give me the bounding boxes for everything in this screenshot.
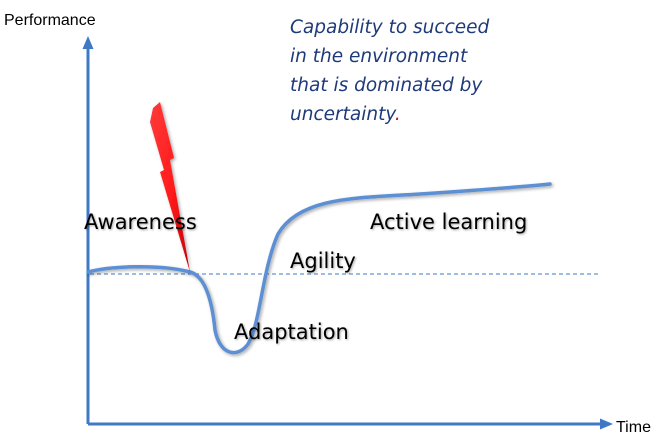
lightning-bolt-icon	[150, 102, 190, 272]
stage-label-awareness: Awareness	[84, 210, 197, 234]
x-axis-arrowhead	[600, 418, 613, 430]
callout-line-4: uncertainty.	[290, 104, 401, 125]
y-axis-label: Performance	[4, 12, 96, 29]
callout-line-4-text: uncertainty	[290, 104, 397, 125]
stage-label-adaptation: Adaptation	[234, 320, 349, 344]
capability-callout: Capability to succeed in the environment…	[290, 17, 490, 125]
callout-line-2: in the environment	[290, 46, 468, 67]
stage-label-active-learning: Active learning	[370, 210, 527, 234]
callout-line-1: Capability to succeed	[290, 17, 490, 38]
x-axis-label: Time	[616, 419, 651, 436]
callout-end-mark: .	[395, 104, 401, 125]
callout-line-3: that is dominated by	[290, 75, 483, 96]
y-axis-arrowhead	[82, 36, 94, 49]
stage-label-agility: Agility	[290, 249, 356, 273]
performance-curve	[86, 182, 552, 355]
